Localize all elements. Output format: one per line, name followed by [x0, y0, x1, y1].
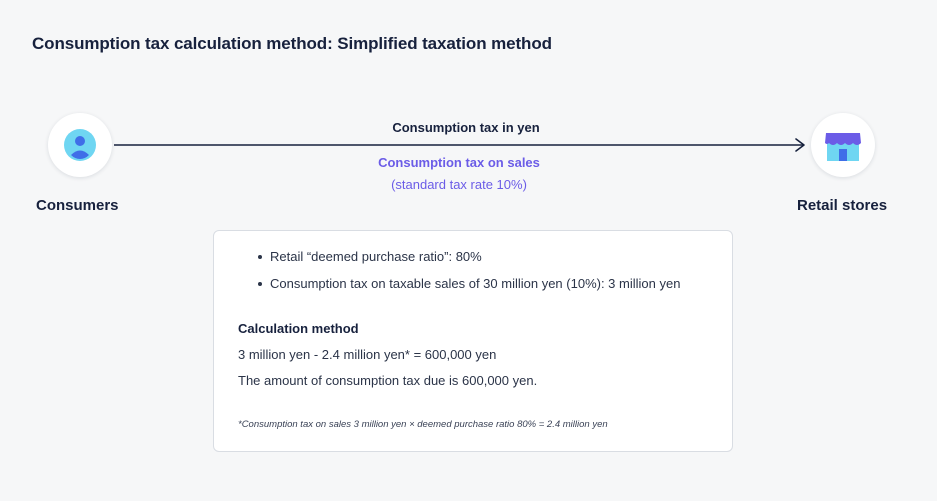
flow-top-label: Consumption tax in yen — [392, 120, 540, 135]
details-card: Retail “deemed purchase ratio”: 80% Cons… — [213, 230, 733, 452]
person-icon — [64, 129, 96, 161]
flow-main-label: Consumption tax on sales — [378, 155, 540, 170]
bullet-item: Retail “deemed purchase ratio”: 80% — [214, 248, 680, 275]
calculation-line: The amount of consumption tax due is 600… — [238, 373, 538, 388]
page-title: Consumption tax calculation method: Simp… — [32, 34, 552, 53]
store-icon — [825, 133, 861, 161]
flow-sub-label: (standard tax rate 10%) — [391, 177, 527, 192]
consumers-node — [48, 113, 112, 177]
calculation-heading: Calculation method — [238, 321, 359, 336]
details-bullets: Retail “deemed purchase ratio”: 80% Cons… — [214, 248, 680, 302]
retail-stores-label: Retail stores — [797, 197, 888, 214]
footnote: *Consumption tax on sales 3 million yen … — [238, 419, 608, 430]
calculation-line: 3 million yen - 2.4 million yen* = 600,0… — [238, 347, 497, 362]
retail-stores-node — [811, 113, 875, 177]
consumers-label: Consumers — [36, 197, 119, 214]
bullet-item: Consumption tax on taxable sales of 30 m… — [214, 275, 680, 302]
